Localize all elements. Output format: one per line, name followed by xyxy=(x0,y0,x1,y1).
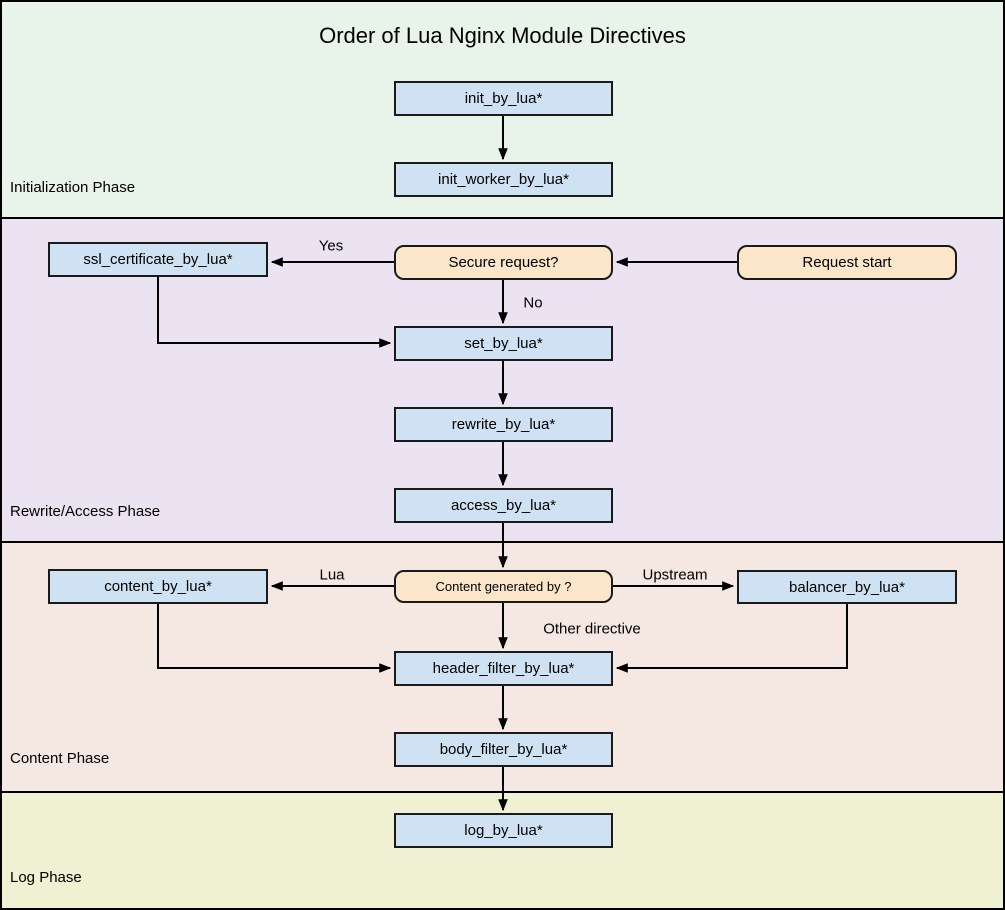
edge-label-other-directive: Other directive xyxy=(543,620,641,638)
node-header_filter_by_lua: header_filter_by_lua* xyxy=(394,651,613,686)
edge-label-no: No xyxy=(523,294,543,312)
edge-label-lua: Lua xyxy=(319,566,345,584)
phase-label-1: Rewrite/Access Phase xyxy=(10,503,161,520)
node-secure_request: Secure request? xyxy=(394,245,613,280)
phase-label-0: Initialization Phase xyxy=(10,179,136,196)
node-init_worker_by_lua: init_worker_by_lua* xyxy=(394,162,613,197)
diagram-title: Order of Lua Nginx Module Directives xyxy=(319,23,686,48)
node-init_by_lua: init_by_lua* xyxy=(394,81,613,116)
node-content_generated_by: Content generated by ? xyxy=(394,570,613,603)
edge-label-yes: Yes xyxy=(318,237,344,255)
node-rewrite_by_lua: rewrite_by_lua* xyxy=(394,407,613,442)
phase-band-3 xyxy=(0,791,1005,910)
node-content_by_lua: content_by_lua* xyxy=(48,569,268,604)
phase-label-3: Log Phase xyxy=(10,869,82,886)
node-balancer_by_lua: balancer_by_lua* xyxy=(737,570,957,604)
node-log_by_lua: log_by_lua* xyxy=(394,813,613,848)
node-body_filter_by_lua: body_filter_by_lua* xyxy=(394,732,613,767)
node-request_start: Request start xyxy=(737,245,957,280)
node-set_by_lua: set_by_lua* xyxy=(394,326,613,361)
node-access_by_lua: access_by_lua* xyxy=(394,488,613,523)
phase-label-2: Content Phase xyxy=(10,750,110,767)
node-ssl_certificate_by_lua: ssl_certificate_by_lua* xyxy=(48,242,268,277)
edge-label-upstream: Upstream xyxy=(642,566,708,584)
